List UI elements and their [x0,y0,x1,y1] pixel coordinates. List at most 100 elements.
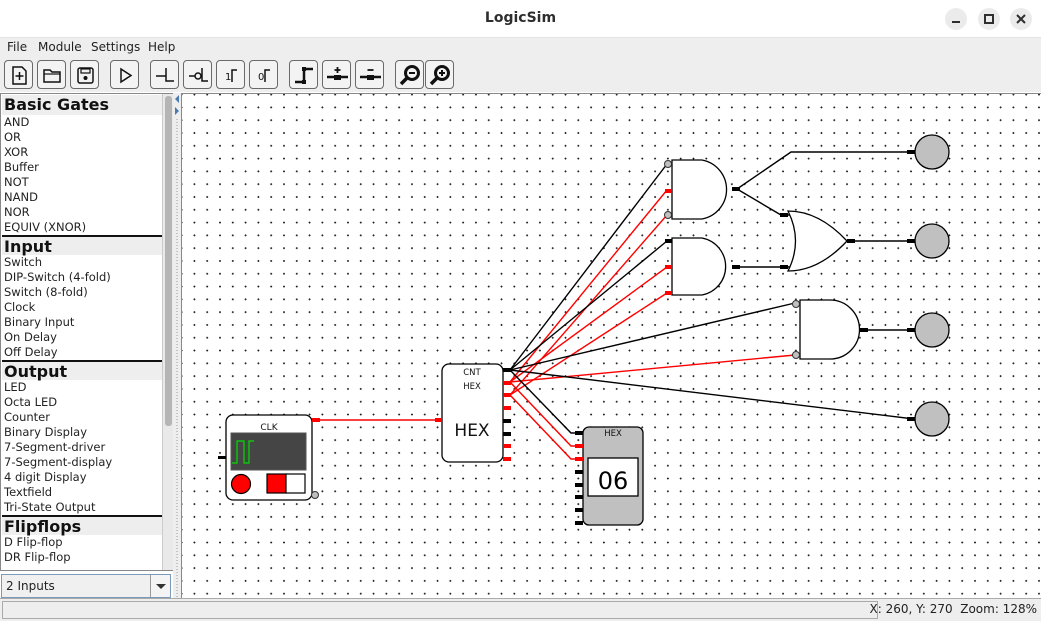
pin[interactable] [860,328,868,332]
palette-scrollbar-thumb[interactable] [165,96,172,426]
wire-tool-button[interactable] [289,60,318,89]
pin[interactable] [503,368,511,372]
pin[interactable] [575,431,583,435]
list-item-octa-led[interactable]: Octa LED [4,395,58,409]
pin[interactable] [311,491,319,499]
pin[interactable] [218,456,226,459]
list-item-xnor[interactable]: EQUIV (XNOR) [4,220,87,234]
list-item-binary-display[interactable]: Binary Display [4,425,87,439]
inputs-select-dropdown-button[interactable] [150,575,170,597]
list-item-or[interactable]: OR [4,130,22,144]
clock-toggle-off[interactable] [285,473,306,494]
wire[interactable] [509,354,796,383]
list-item-binary-input[interactable]: Binary Input [4,315,75,329]
input-inverted-button[interactable] [183,60,212,89]
wire[interactable] [509,394,581,460]
list-item-textfield[interactable]: Textfield [4,485,53,499]
pin[interactable] [503,393,511,397]
pin[interactable] [575,444,583,448]
pin[interactable] [780,265,788,269]
wire[interactable] [509,381,581,447]
circuit-canvas[interactable]: CLK CNT HEX HEX [181,93,1041,598]
minimize-button[interactable] [945,8,967,30]
pin[interactable] [503,419,511,423]
palette-scrollbar[interactable] [162,94,173,570]
save-file-button[interactable] [70,60,99,89]
pin[interactable] [575,508,583,512]
wire[interactable] [509,302,796,371]
and-gate-3[interactable] [792,299,869,360]
inverted-pin[interactable] [792,300,800,308]
menu-module[interactable]: Module [38,40,82,54]
split-pane-divider[interactable] [173,93,181,598]
list-item-not[interactable]: NOT [4,175,29,189]
menu-file[interactable]: File [7,40,28,54]
wire[interactable] [509,240,668,371]
wire[interactable] [509,369,581,434]
pin[interactable] [575,521,583,525]
collapse-left-icon[interactable] [175,95,179,103]
zoom-in-button[interactable] [425,60,454,89]
list-item-d-flipflop[interactable]: D Flip-flop [4,535,63,549]
inverted-pin[interactable] [664,160,672,168]
pin[interactable] [780,213,788,217]
and-gate-2[interactable] [665,237,740,296]
input-normal-button[interactable] [150,60,179,89]
simulate-button[interactable] [110,60,139,89]
menu-help[interactable]: Help [148,40,176,54]
list-item-nand[interactable]: NAND [4,190,38,204]
list-item-nor[interactable]: NOR [4,205,30,219]
pin[interactable] [847,239,855,243]
list-item-7seg-driver[interactable]: 7-Segment-driver [4,440,106,454]
pin[interactable] [312,418,320,422]
clock-component[interactable]: CLK [218,414,320,501]
list-item-clock[interactable]: Clock [4,300,36,314]
expand-right-icon[interactable] [175,107,179,115]
menu-settings[interactable]: Settings [91,40,141,54]
wire[interactable] [736,151,914,190]
pin[interactable] [435,418,442,422]
pin[interactable] [575,457,583,461]
wire[interactable] [509,369,915,420]
pin[interactable] [575,483,583,487]
or-gate[interactable] [780,210,855,272]
pin[interactable] [503,457,511,461]
list-item-counter[interactable]: Counter [4,410,50,424]
pin[interactable] [665,291,672,295]
pin[interactable] [503,432,511,436]
pin[interactable] [665,189,672,193]
pin[interactable] [575,470,583,474]
pin[interactable] [503,406,511,410]
list-item-buffer[interactable]: Buffer [4,160,39,174]
new-file-button[interactable] [4,60,33,89]
pin[interactable] [503,444,511,448]
list-item-dr-flipflop[interactable]: DR Flip-flop [4,550,71,564]
counter-component[interactable]: CNT HEX HEX [435,363,511,463]
inputs-select[interactable]: 2 Inputs [1,574,171,598]
add-point-button[interactable] [322,60,351,89]
close-button[interactable] [1010,8,1032,30]
wire[interactable] [509,189,668,383]
led-2[interactable] [907,223,950,259]
list-item-switch-8[interactable]: Switch (8-fold) [4,285,88,299]
hex-display-component[interactable]: HEX 06 [575,426,644,526]
inverted-pin[interactable] [792,351,800,359]
inverted-pin[interactable] [664,211,672,219]
pin[interactable] [575,495,583,499]
list-item-switch[interactable]: Switch [4,255,43,269]
list-item-led[interactable]: LED [4,380,27,394]
input-high-button[interactable]: 1 [216,60,245,89]
led-3[interactable] [907,312,950,348]
list-item-7seg-display[interactable]: 7-Segment-display [4,455,113,469]
list-item-off-delay[interactable]: Off Delay [4,345,58,359]
wire[interactable] [509,266,668,383]
open-file-button[interactable] [37,60,66,89]
wire[interactable] [736,188,790,216]
zoom-out-button[interactable] [395,60,424,89]
list-item-tristate-output[interactable]: Tri-State Output [4,500,96,514]
list-item-and[interactable]: AND [4,115,30,129]
list-item-dip-switch[interactable]: DIP-Switch (4-fold) [4,270,111,284]
list-item-xor[interactable]: XOR [4,145,29,159]
pin[interactable] [732,187,740,191]
wire[interactable] [509,163,668,371]
